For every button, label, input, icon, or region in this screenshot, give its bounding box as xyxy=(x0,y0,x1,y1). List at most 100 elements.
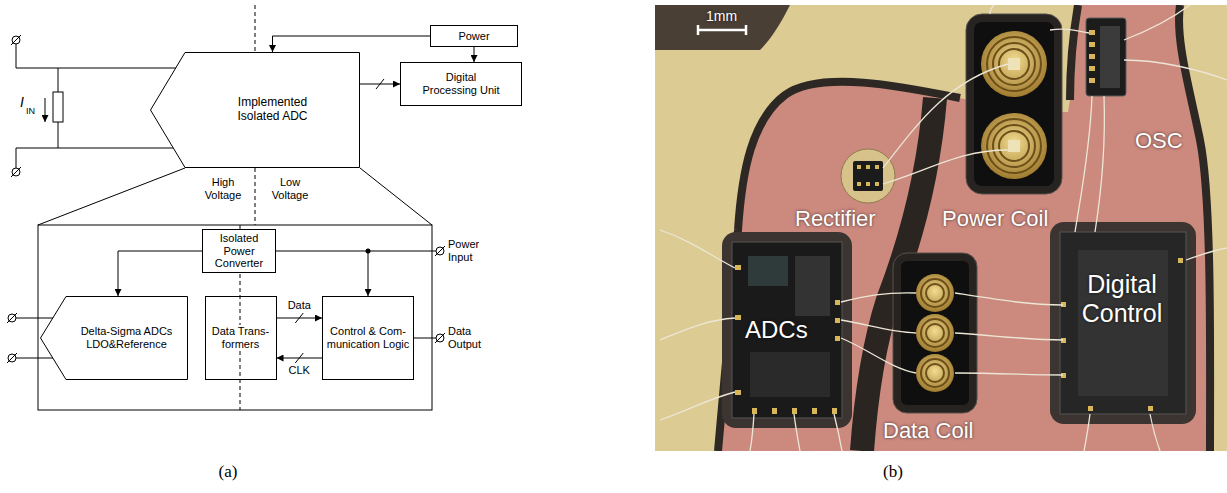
bond-wire xyxy=(1075,96,1092,232)
bond-wire xyxy=(1150,414,1160,451)
rectifier-chip xyxy=(841,149,895,203)
rectifier-chip xyxy=(875,182,879,186)
data-coil-chip xyxy=(921,319,949,347)
box-label: Control & Com- munication Logic xyxy=(326,325,410,350)
control-chip xyxy=(1050,222,1196,424)
power-converter-box: Isolated Power Converter xyxy=(202,229,276,273)
adc-chip xyxy=(750,352,830,397)
adc-chip xyxy=(812,408,817,414)
rectifier-chip xyxy=(841,149,895,203)
box-text-group: Isolated Power Converter xyxy=(208,232,270,270)
connector-group xyxy=(276,249,436,297)
connector-group xyxy=(277,353,323,363)
bond-wire xyxy=(1095,96,1104,232)
scale-label: 1mm xyxy=(706,8,737,24)
terminal-symbol xyxy=(7,353,17,363)
data-coil-chip xyxy=(921,359,949,387)
supply-wire xyxy=(368,251,436,252)
box-text-group: Implemented Isolated ADC xyxy=(231,96,315,124)
data-coil-chip xyxy=(916,314,954,352)
power-coil-chip xyxy=(981,31,1047,97)
bond-wire xyxy=(841,338,916,373)
signal-arrow xyxy=(474,47,475,62)
terminal-symbol xyxy=(435,333,445,343)
data-coil-chip xyxy=(893,253,977,413)
bond-wire xyxy=(883,64,1008,168)
logic-box: Control & Com- munication Logic xyxy=(322,296,414,380)
bus-slash xyxy=(376,79,384,89)
adc-chip xyxy=(722,232,852,428)
oscillator-chip xyxy=(1089,66,1095,71)
terminal-symbol xyxy=(8,314,16,322)
bond-wire xyxy=(955,293,1063,305)
chip-photo xyxy=(1070,5,1078,100)
terminal-symbol xyxy=(435,246,445,256)
zoom-line xyxy=(38,168,432,225)
box-text-group: Digital Processing Unit xyxy=(419,71,503,96)
terminal-symbol xyxy=(11,167,21,177)
oscillator-chip xyxy=(1086,18,1126,96)
data-coil-chip xyxy=(926,364,944,382)
bond-wire xyxy=(883,150,1008,184)
terminal-symbol xyxy=(7,313,17,323)
adc-chip xyxy=(835,318,840,323)
scale-bar xyxy=(698,25,746,35)
adc-chip xyxy=(735,390,741,395)
rectifier-chip xyxy=(866,165,870,169)
bond-wire xyxy=(841,293,916,302)
control-chip xyxy=(1050,222,1196,424)
bond-wire xyxy=(834,414,842,451)
adc-chip xyxy=(735,265,741,270)
power-coil-chip xyxy=(1008,140,1020,152)
power-coil-chip xyxy=(999,49,1029,79)
terminal-symbol xyxy=(12,36,20,44)
box-label: Power xyxy=(458,30,489,43)
part-label: Digital Control xyxy=(1067,270,1177,328)
power-coil-chip xyxy=(993,43,1035,85)
bond-wire xyxy=(660,230,735,268)
panel-label: (a) xyxy=(198,462,258,482)
bond-wire xyxy=(1186,248,1227,260)
power-coil-chip xyxy=(987,119,1041,173)
data-coil-chip xyxy=(916,354,954,392)
data-coil-chip xyxy=(916,274,954,312)
oscillator-chip xyxy=(1089,54,1095,59)
panel-label: (b) xyxy=(863,462,923,482)
control-chip xyxy=(1060,232,1186,414)
bond-wire xyxy=(1084,414,1090,451)
chip-photo xyxy=(655,5,1227,451)
oscillator-chip xyxy=(1089,42,1095,47)
power-coil-chip xyxy=(1008,58,1020,70)
box-label: Digital Processing Unit xyxy=(419,71,503,96)
rectifier-chip xyxy=(857,165,861,169)
bond-wire xyxy=(660,5,1227,451)
adc-chip xyxy=(732,242,842,418)
terminal-symbol xyxy=(436,247,444,255)
bond-wire xyxy=(660,392,735,420)
part-label: OSC xyxy=(1135,128,1183,153)
power-coil-chip xyxy=(966,14,1062,194)
bond-wire xyxy=(794,414,800,451)
adc-chip xyxy=(722,232,852,428)
box-text-group: Delta-Sigma ADCs LDO&Reference xyxy=(71,325,183,350)
current-symbol: I xyxy=(20,94,24,110)
connector-group xyxy=(273,36,431,52)
chip-photo xyxy=(655,5,790,50)
data-coil-chip xyxy=(921,279,949,307)
connector-group xyxy=(277,313,323,323)
control-chip xyxy=(1178,258,1183,263)
processing-box: Digital Processing Unit xyxy=(400,62,522,106)
bond-wire xyxy=(750,414,754,451)
isolated-adc-block: Implemented Isolated ADC xyxy=(150,52,360,168)
adc-chip xyxy=(832,408,837,414)
bond-wire xyxy=(990,5,994,14)
bond-wire xyxy=(1124,60,1227,80)
adc-chip xyxy=(835,300,840,305)
domain-label: High Voltage xyxy=(195,176,251,201)
bond-wire xyxy=(1124,5,1190,40)
control-chip xyxy=(1148,406,1153,411)
adc-block: Delta-Sigma ADCs LDO&Reference xyxy=(40,296,188,380)
rectifier-chip xyxy=(875,165,879,169)
terminal-symbol xyxy=(436,334,444,342)
